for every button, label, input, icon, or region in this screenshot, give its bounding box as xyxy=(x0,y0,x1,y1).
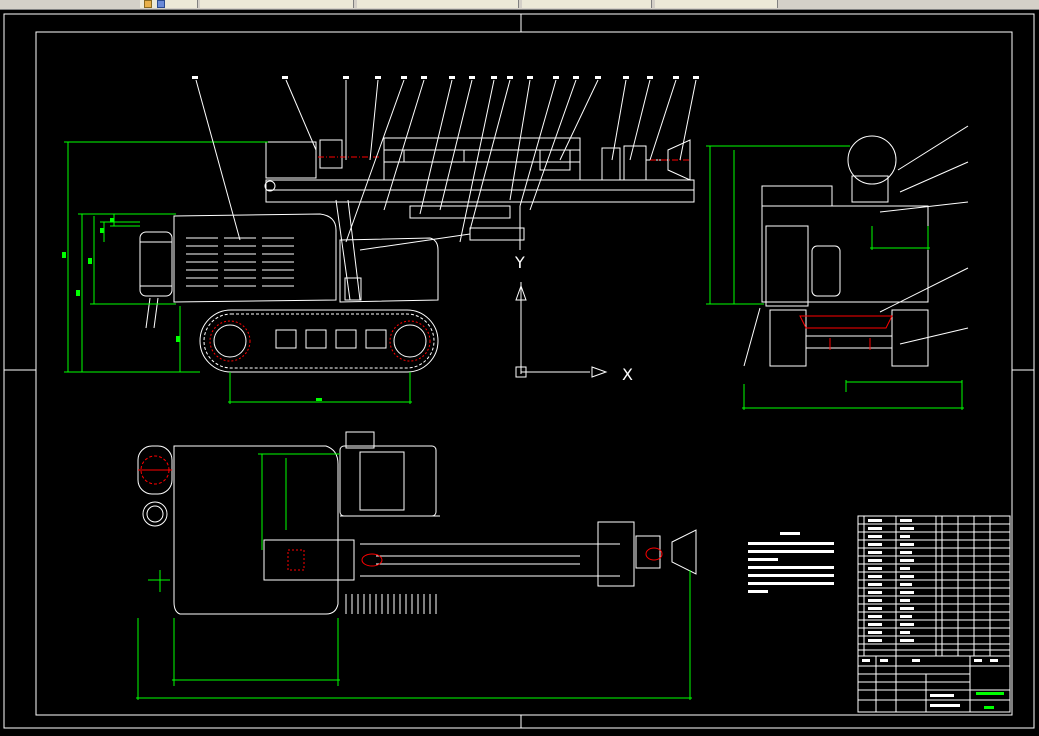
end-view-red xyxy=(799,315,893,350)
toolbar-lineweight-dropdown[interactable] xyxy=(655,0,778,8)
end-view-dimensions xyxy=(706,145,964,410)
title-block xyxy=(857,655,1011,713)
plan-view xyxy=(137,431,697,615)
toolbar-layer-dropdown[interactable] xyxy=(200,0,354,8)
part-leaders xyxy=(195,79,697,243)
drawing-border-inner xyxy=(35,31,1013,716)
ucs-icon xyxy=(515,282,608,378)
part-balloons xyxy=(192,76,699,79)
title-block-green xyxy=(976,692,1004,709)
end-view-leaders xyxy=(879,125,969,345)
drawing-border-outer xyxy=(3,13,1035,729)
toolbar-color-dropdown[interactable] xyxy=(357,0,519,8)
center-marks xyxy=(4,14,1034,728)
plan-view-red xyxy=(138,455,663,571)
title-block-text xyxy=(862,659,998,707)
drawing-canvas[interactable]: Y X xyxy=(0,10,1039,732)
ucs-y-label: Y xyxy=(514,253,525,272)
ucs-x-label: X xyxy=(622,365,633,384)
properties-icon[interactable] xyxy=(156,0,165,8)
toolbar xyxy=(0,0,1039,10)
side-view-centerlines xyxy=(209,156,690,362)
layer-icon[interactable] xyxy=(144,0,152,8)
side-view xyxy=(139,137,695,373)
plan-view-dimensions xyxy=(136,453,692,700)
plan-view-hatch xyxy=(345,594,437,614)
side-view-dimensions xyxy=(64,141,412,404)
side-view-dim-text xyxy=(62,218,322,401)
parts-list-text xyxy=(868,519,914,642)
technical-notes xyxy=(748,532,834,593)
toolbar-linetype-dropdown[interactable] xyxy=(522,0,652,8)
toolbar-icons[interactable] xyxy=(140,0,198,8)
drawing-svg: Y X xyxy=(3,13,1035,729)
end-view xyxy=(743,135,929,367)
